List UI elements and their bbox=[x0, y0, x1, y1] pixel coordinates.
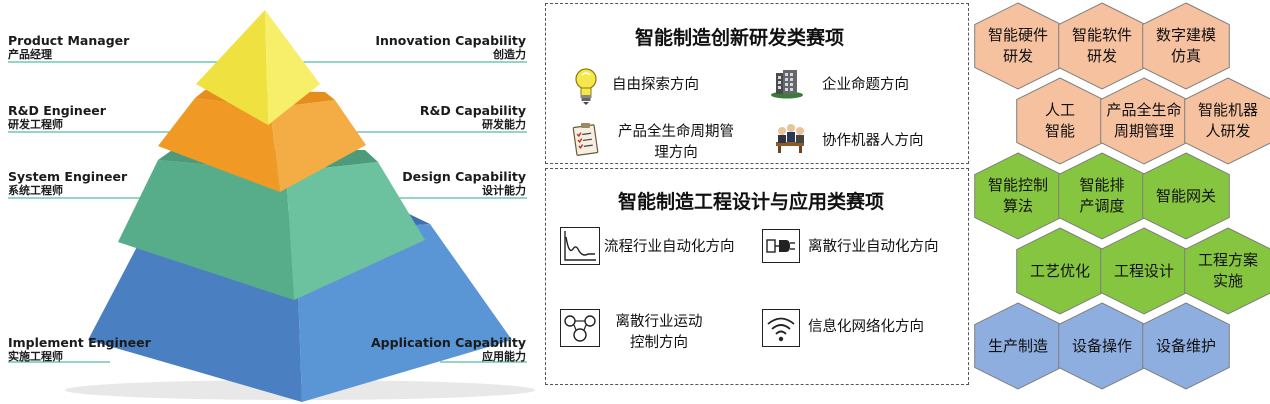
engineering-panel: 智能制造工程设计与应用类赛项 流程行业自动化方向 离散行业自动化方向 bbox=[545, 168, 969, 385]
hexagon-grid: 智能硬件研发智能软件研发数字建模仿真人工智能产品全生命周期管理智能机器人研发智能… bbox=[968, 0, 1270, 404]
hexagon-label-line: 智能网关 bbox=[1155, 186, 1216, 205]
item-process-automation: 流程行业自动化方向 bbox=[604, 239, 735, 255]
item-plm: 产品全生命周期管 理方向 bbox=[618, 124, 734, 161]
building-icon bbox=[770, 69, 804, 99]
hexagon-label-line: 智能排 bbox=[1079, 176, 1125, 194]
hexagon-label-line: 智能机器 bbox=[1197, 101, 1258, 119]
motion-control-icon bbox=[560, 309, 600, 347]
hexagon-label-line: 人工 bbox=[1044, 101, 1075, 119]
hexagon-label-line: 智能硬件 bbox=[987, 26, 1048, 44]
hexagon-cell bbox=[1184, 227, 1270, 315]
label-innovation-capability: Innovation Capability 创造力 bbox=[375, 33, 526, 61]
hexagon-label-line: 设备操作 bbox=[1071, 336, 1132, 355]
hexagon-label-line: 仿真 bbox=[1170, 47, 1201, 65]
hexagon-label-line: 产调度 bbox=[1079, 197, 1125, 215]
hexagon-cell bbox=[1142, 2, 1230, 90]
plug-icon bbox=[762, 229, 800, 263]
wifi-icon bbox=[762, 309, 800, 347]
item-discrete-automation: 离散行业自动化方向 bbox=[808, 239, 939, 255]
hexagon-cell bbox=[1142, 302, 1230, 390]
item-motion-control: 离散行业运动 控制方向 bbox=[615, 314, 703, 351]
hexagon-label-line: 研发 bbox=[1002, 47, 1033, 65]
guide-lines bbox=[8, 61, 527, 363]
hexagon-label: 智能排产调度 bbox=[1059, 175, 1145, 217]
hexagon-label-line: 周期管理 bbox=[1113, 122, 1174, 140]
hexagon-label: 工程设计 bbox=[1101, 261, 1187, 282]
label-design-capability: Design Capability 设计能力 bbox=[402, 169, 526, 197]
label-implement-engineer: Implement Engineer 实施工程师 bbox=[8, 335, 151, 363]
hexagon-label-line: 生产制造 bbox=[987, 336, 1048, 355]
hexagon-label-line: 工艺优化 bbox=[1029, 261, 1090, 280]
hexagon-label: 生产制造 bbox=[975, 336, 1061, 357]
pyramid-tier-orange bbox=[158, 90, 366, 192]
hexagon-label-line: 实施 bbox=[1212, 272, 1243, 290]
label-rd-capability: R&D Capability 研发能力 bbox=[419, 103, 526, 131]
hexagon-label: 工艺优化 bbox=[1017, 261, 1103, 282]
hexagon-label: 人工智能 bbox=[1017, 100, 1103, 142]
label-system-engineer: System Engineer 系统工程师 bbox=[8, 169, 128, 197]
hexagon-label: 数字建模仿真 bbox=[1143, 25, 1229, 67]
hexagon-label-line: 人研发 bbox=[1205, 122, 1251, 140]
process-curve-icon bbox=[560, 227, 600, 265]
lightbulb-icon bbox=[572, 66, 600, 106]
label-application-capability: Application Capability 应用能力 bbox=[371, 335, 526, 363]
hexagon-label: 工程方案实施 bbox=[1185, 250, 1270, 292]
item-enterprise-topic: 企业命题方向 bbox=[822, 77, 909, 93]
pyramid-graphic bbox=[8, 10, 535, 402]
engineering-panel-title: 智能制造工程设计与应用类赛项 bbox=[618, 191, 885, 213]
hexagon-label-line: 数字建模 bbox=[1155, 26, 1216, 44]
hexagon-graphic bbox=[974, 2, 1270, 390]
checklist-icon bbox=[572, 122, 600, 156]
meeting-icon bbox=[772, 122, 808, 154]
hexagon-label: 智能控制算法 bbox=[975, 175, 1061, 217]
hexagon-label: 智能机器人研发 bbox=[1185, 100, 1270, 142]
hexagon-label: 智能软件研发 bbox=[1059, 25, 1145, 67]
hexagon-label-line: 工程方案 bbox=[1197, 251, 1258, 269]
hexagon-label-line: 智能 bbox=[1044, 122, 1075, 140]
item-cobot: 协作机器人方向 bbox=[822, 133, 924, 149]
hexagon-label-line: 设备维护 bbox=[1155, 336, 1216, 355]
hexagon-label-line: 智能软件 bbox=[1071, 26, 1132, 44]
hexagon-label: 设备操作 bbox=[1059, 336, 1145, 357]
hexagon-label-line: 研发 bbox=[1086, 47, 1117, 65]
label-rd-engineer: R&D Engineer 研发工程师 bbox=[8, 103, 106, 131]
pyramid-diagram: Product Manager 产品经理 R&D Engineer 研发工程师 … bbox=[0, 0, 540, 404]
hexagon-cell bbox=[1142, 152, 1230, 240]
hexagon-label: 产品全生命周期管理 bbox=[1101, 100, 1187, 142]
innovation-panel: 智能制造创新研发类赛项 自由探索方向 企业命题方向 bbox=[545, 3, 969, 164]
item-free-exploration: 自由探索方向 bbox=[612, 77, 699, 93]
hexagon-label-line: 产品全生命 bbox=[1106, 101, 1182, 119]
hexagon-label: 设备维护 bbox=[1143, 336, 1229, 357]
innovation-panel-title: 智能制造创新研发类赛项 bbox=[635, 27, 845, 49]
label-product-manager: Product Manager 产品经理 bbox=[8, 33, 130, 61]
hexagon-label-line: 智能控制 bbox=[987, 176, 1048, 194]
item-information-network: 信息化网络化方向 bbox=[808, 319, 924, 335]
hexagon-label: 智能硬件研发 bbox=[975, 25, 1061, 67]
hexagon-label-line: 工程设计 bbox=[1113, 261, 1174, 280]
pyramid-tier-yellow bbox=[196, 10, 320, 125]
hexagon-cell bbox=[1184, 77, 1270, 165]
hexagon-label-line: 算法 bbox=[1002, 197, 1033, 215]
hexagon-label: 智能网关 bbox=[1143, 186, 1229, 207]
